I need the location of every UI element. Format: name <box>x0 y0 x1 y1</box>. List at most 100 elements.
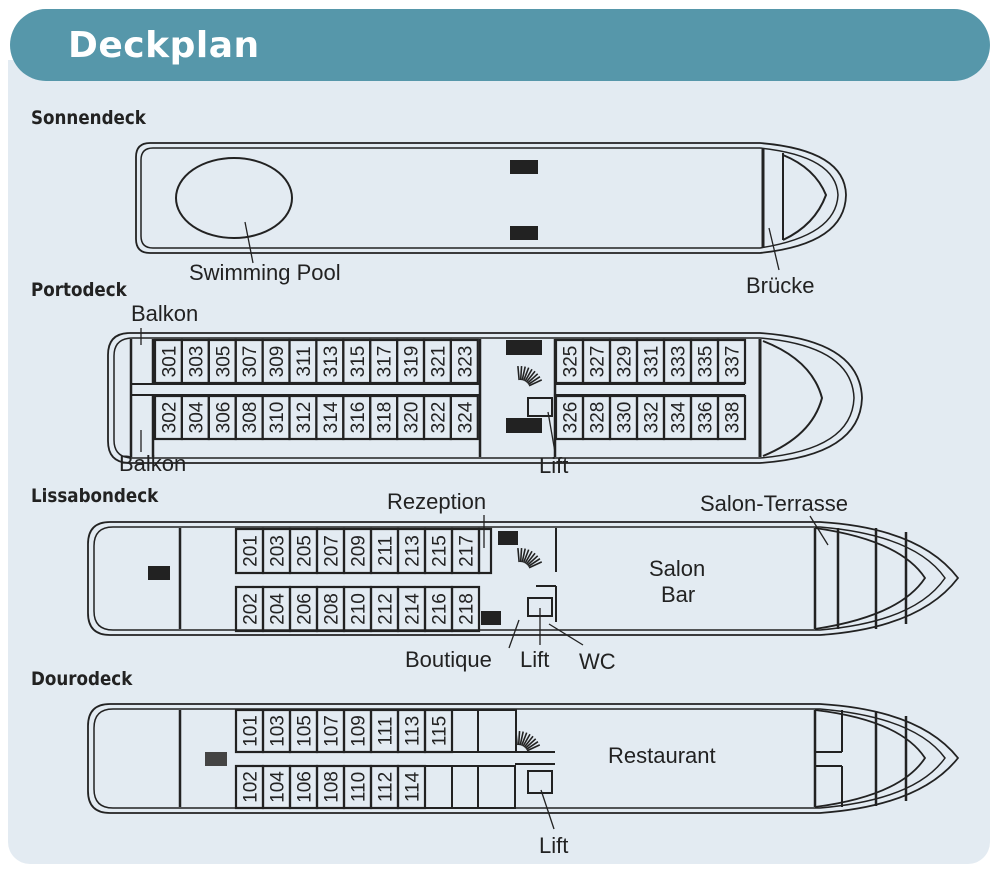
cabin-number: 108 <box>322 771 343 803</box>
cabin-number: 215 <box>430 535 451 567</box>
label-restaurant: Restaurant <box>608 743 716 768</box>
lissabondeck-hull <box>87 515 960 649</box>
stair-step <box>525 370 536 383</box>
stair-step <box>522 549 530 563</box>
cabin-number: 315 <box>348 346 369 378</box>
cabin-number: 110 <box>349 772 370 802</box>
label-boutique: Boutique <box>405 647 492 672</box>
cabin-number: 337 <box>723 346 744 378</box>
label-lift-lissabondeck: Lift <box>520 647 550 672</box>
cabin-number: 321 <box>428 346 449 378</box>
cabin-number: 314 <box>321 401 342 433</box>
cabin-number: 307 <box>240 346 261 378</box>
cabin-number: 332 <box>642 402 663 434</box>
cabin-number: 107 <box>322 715 343 747</box>
cabin-number: 325 <box>561 346 582 378</box>
stair-step <box>519 365 523 381</box>
utility-room <box>424 765 453 809</box>
utility-room <box>451 765 479 809</box>
stair-step <box>522 367 530 381</box>
stair-step <box>522 733 531 747</box>
stair-step <box>523 735 534 748</box>
cabin-number: 327 <box>588 346 609 378</box>
stair-step <box>517 730 521 746</box>
cabin-number: 309 <box>267 346 288 378</box>
cabin-number: 303 <box>186 346 207 378</box>
cabin-number: 305 <box>213 346 234 378</box>
cabin-number: 326 <box>561 402 582 434</box>
deck-title-dourodeck: Dourodeck <box>31 668 133 690</box>
cabin-number: 206 <box>295 593 316 625</box>
label-lift-dourodeck: Lift <box>539 833 569 858</box>
label-balkon-top: Balkon <box>131 301 199 326</box>
stair-step <box>525 741 539 751</box>
cabin-number: 202 <box>241 593 262 625</box>
curved-stairs-icons <box>515 365 543 752</box>
label-salon-terrasse: Salon-Terrasse <box>700 491 848 516</box>
cabin-number: 338 <box>723 402 744 434</box>
cabin-number: 329 <box>615 346 636 378</box>
cabin-323 <box>449 338 479 385</box>
cabin-number: 319 <box>402 346 423 378</box>
cabin-number: 103 <box>268 715 289 747</box>
reception-desk <box>477 527 493 575</box>
cabin-number: 330 <box>615 402 636 434</box>
cabin-number: 113 <box>403 716 424 746</box>
cabin-number: 217 <box>457 535 478 567</box>
cabin-number: 336 <box>696 402 717 434</box>
stair-step <box>526 744 541 752</box>
stair-step <box>517 366 520 381</box>
cabin-number: 333 <box>669 346 690 378</box>
cabin-number: 323 <box>455 346 476 378</box>
cabin-number: 213 <box>403 535 424 567</box>
label-rezeption: Rezeption <box>387 489 487 514</box>
cabin-number: 114 <box>403 771 424 802</box>
label-salon: Salon <box>649 556 706 581</box>
stair-step <box>521 366 526 381</box>
sonnendeck-hull <box>135 142 847 271</box>
cabin-number: 201 <box>241 535 262 567</box>
page-title: Deckplan <box>68 25 260 66</box>
cabin-number: 324 <box>455 401 476 433</box>
cabin-number: 328 <box>588 402 609 434</box>
utility-room <box>477 765 516 809</box>
cabin-number: 203 <box>268 535 289 567</box>
cabin-number: 101 <box>241 715 262 747</box>
cabin-number: 322 <box>428 402 449 434</box>
cabin-number: 204 <box>268 593 289 625</box>
utility-room <box>451 709 479 753</box>
cabin-number: 112 <box>376 772 397 802</box>
stair-step <box>524 738 537 749</box>
cabin-number: 105 <box>295 715 316 747</box>
label-swimming-pool: Swimming Pool <box>189 260 341 285</box>
swimming-pool-shape <box>175 157 293 239</box>
cabin-number: 102 <box>241 771 262 803</box>
cabin-number: 216 <box>430 593 451 625</box>
cabin-218 <box>450 585 481 633</box>
stair-step <box>527 376 541 386</box>
cabin-324 <box>449 394 479 441</box>
cabin-number: 104 <box>268 771 289 803</box>
cabin-number: 334 <box>669 401 690 433</box>
cabin-number: 211 <box>376 536 397 566</box>
stair-step <box>515 731 518 746</box>
stairs-icon <box>510 160 538 240</box>
cabin-number: 111 <box>376 717 397 746</box>
cabin-number: 331 <box>642 346 663 378</box>
stair-step <box>525 552 536 565</box>
cabin-number: 214 <box>403 593 424 625</box>
stair-step <box>519 547 523 563</box>
stair-step <box>526 555 539 566</box>
cabin-number: 316 <box>348 402 369 434</box>
label-balkon-bottom: Balkon <box>119 451 187 476</box>
stair-step <box>520 732 528 746</box>
cabin-number: 212 <box>376 593 397 625</box>
label-bar: Bar <box>661 582 696 607</box>
label-lift-portodeck: Lift <box>539 453 569 478</box>
cabin-number: 320 <box>402 402 423 434</box>
stair-step <box>524 550 533 564</box>
